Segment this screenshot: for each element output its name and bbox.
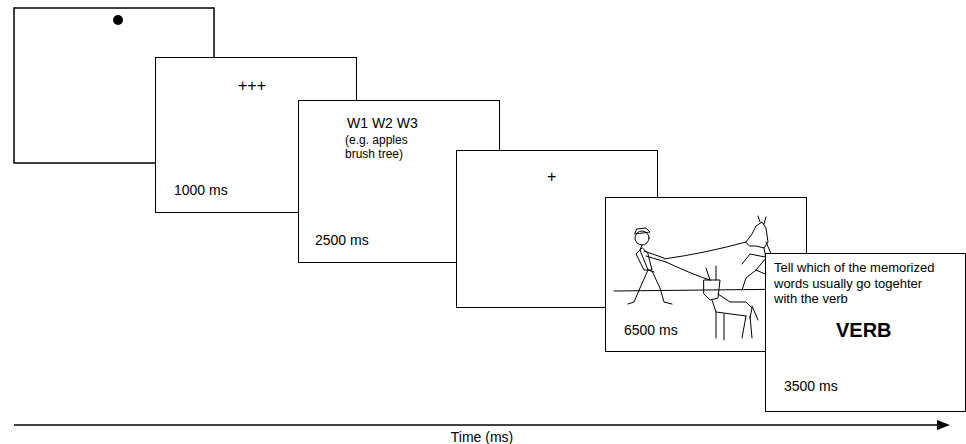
rope [666,262,710,280]
screen-text: W1 W2 W3 [347,115,418,132]
screen-text: +++ [238,76,266,95]
screen-frame: Tell which of the memorized words usuall… [765,253,966,412]
screen-text: (e.g. apples brush tree) [345,133,440,162]
time-axis [14,424,940,426]
fixation-dot [113,15,123,25]
screen-text: 1000 ms [174,182,228,199]
rope [664,242,746,259]
man-figure [628,228,672,304]
screen-text: + [547,167,556,186]
screen-text: VERB [836,318,892,342]
screen-text: 3500 ms [784,378,838,395]
screen-text: 2500 ms [315,232,369,249]
screen-text: 6500 ms [624,322,678,339]
donkey-figure [704,266,758,340]
axis-label: Time (ms) [451,429,513,444]
axis-arrowhead [937,420,950,430]
screen-text: Tell which of the memorized words usuall… [774,260,939,307]
